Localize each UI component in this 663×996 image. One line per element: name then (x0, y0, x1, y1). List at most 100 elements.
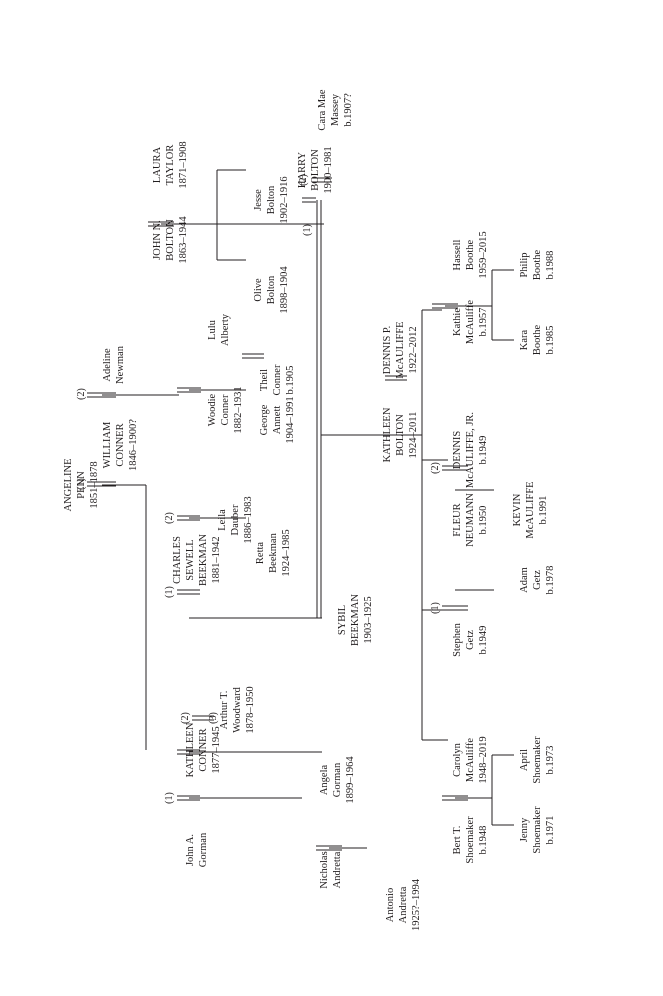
person-name-line: BEEKMAN (350, 594, 361, 646)
person-name-line: 1877–1945 (211, 726, 222, 773)
person-name-line: CONNER (115, 423, 126, 466)
person-name-line: Boothe (532, 325, 543, 356)
person-name-line: Lulu (207, 319, 218, 340)
person-name-line: Bolton (266, 185, 277, 214)
person-name-line: 1886–1983 (243, 496, 254, 543)
person-name-line: DENNIS P. (382, 326, 393, 374)
person-name-line: 1924–1985 (281, 529, 292, 576)
person-name-line: 1959–2015 (478, 231, 489, 278)
marriage-order-mark: (1) (164, 792, 175, 804)
person-name-line: Getz (465, 630, 476, 650)
person-name-line: KATHLEEN (185, 722, 196, 777)
person-name-line: Boothe (465, 240, 476, 271)
person-name-line: PENN (76, 471, 87, 499)
person-name-line: 1846–1900? (128, 419, 139, 471)
marriage-order-mark: (3) (208, 712, 219, 724)
person-name-line: CHARLES (172, 536, 183, 584)
person-name-line: Getz (532, 570, 543, 590)
person-name-line: 1882–1931 (233, 386, 244, 433)
person-name-line: 1851–1878 (89, 461, 100, 508)
person-name-line: b.1949 (478, 436, 489, 465)
person-name-line: Olive (253, 278, 264, 302)
person-name-line: Angela (319, 765, 330, 796)
person-name-line: Adeline (102, 348, 113, 382)
person-name-line: John A. (185, 834, 196, 866)
marriage-order-mark: (1) (302, 224, 313, 236)
person-name-line: TAYLOR (165, 145, 176, 186)
marriage-order-mark: (2) (76, 388, 87, 400)
person-name-line: BOLTON (310, 149, 321, 191)
person-name-line: 1881–1942 (211, 536, 222, 583)
person-name-line: b.1948 (478, 826, 489, 855)
person-name-line: Andretta (332, 851, 343, 888)
person-name-line: Boothe (532, 250, 543, 281)
person-name-line: Conner (272, 364, 283, 395)
person-name-line: McAULIFFE (525, 481, 536, 538)
person-name-line: 1902–1916 (279, 176, 290, 223)
person-name-line: Beekman (268, 532, 279, 572)
person-name-line: 1878–1950 (245, 686, 256, 733)
person-name-line: b.1907? (343, 93, 354, 127)
person-name-line: KATHLEEN (382, 407, 393, 462)
person-name-line: 1925?–1994 (411, 878, 422, 931)
person-name-line: 1898–1904 (279, 266, 290, 314)
person-name-line: Philip (519, 252, 530, 277)
person-name-line: Alberty (220, 313, 231, 346)
marriage-order-mark: (2) (164, 512, 175, 524)
person-name-line: Shoemaker (532, 736, 543, 784)
person-name-line: 1904–1991 (285, 396, 296, 443)
person-name-line: Conner (220, 394, 231, 425)
person-name-line: McAULIFFE (395, 321, 406, 378)
person-name-line: Kathie (452, 308, 463, 336)
person-name-line: b.1950 (478, 506, 489, 535)
person-name-line: b.1985 (545, 326, 556, 355)
person-name-line: Stephen (452, 622, 463, 657)
person-name-line: Cara Mae (317, 89, 328, 130)
marriage-order-mark: (2) (430, 462, 441, 474)
person-name-line: b.1905 (285, 366, 296, 395)
marriage-order-mark: (1) (76, 478, 87, 490)
person-name-line: 1871–1908 (178, 141, 189, 188)
person-name-line: McAuliffe (465, 738, 476, 782)
person-name-line: SEWELL (185, 539, 196, 580)
person-name-line: b.1957 (478, 308, 489, 337)
person-name-line: LAURA (152, 147, 163, 184)
person-name-line: Newman (115, 345, 126, 384)
marks-layer: (1)(2)(2)(1)(2)(3)(1)(1)(2)(1)(2) (76, 174, 441, 804)
person-name-line: ANGELINE (63, 458, 74, 511)
person-name-line: BOLTON (395, 414, 406, 456)
person-name-line: 1903–1925 (363, 596, 374, 643)
person-name-line: Woodie (207, 393, 218, 426)
person-name-line: Jenny (519, 817, 530, 842)
person-name-line: Jesse (253, 189, 264, 211)
person-name-line: Adam (519, 567, 530, 593)
person-name-line: Retta (255, 542, 266, 564)
